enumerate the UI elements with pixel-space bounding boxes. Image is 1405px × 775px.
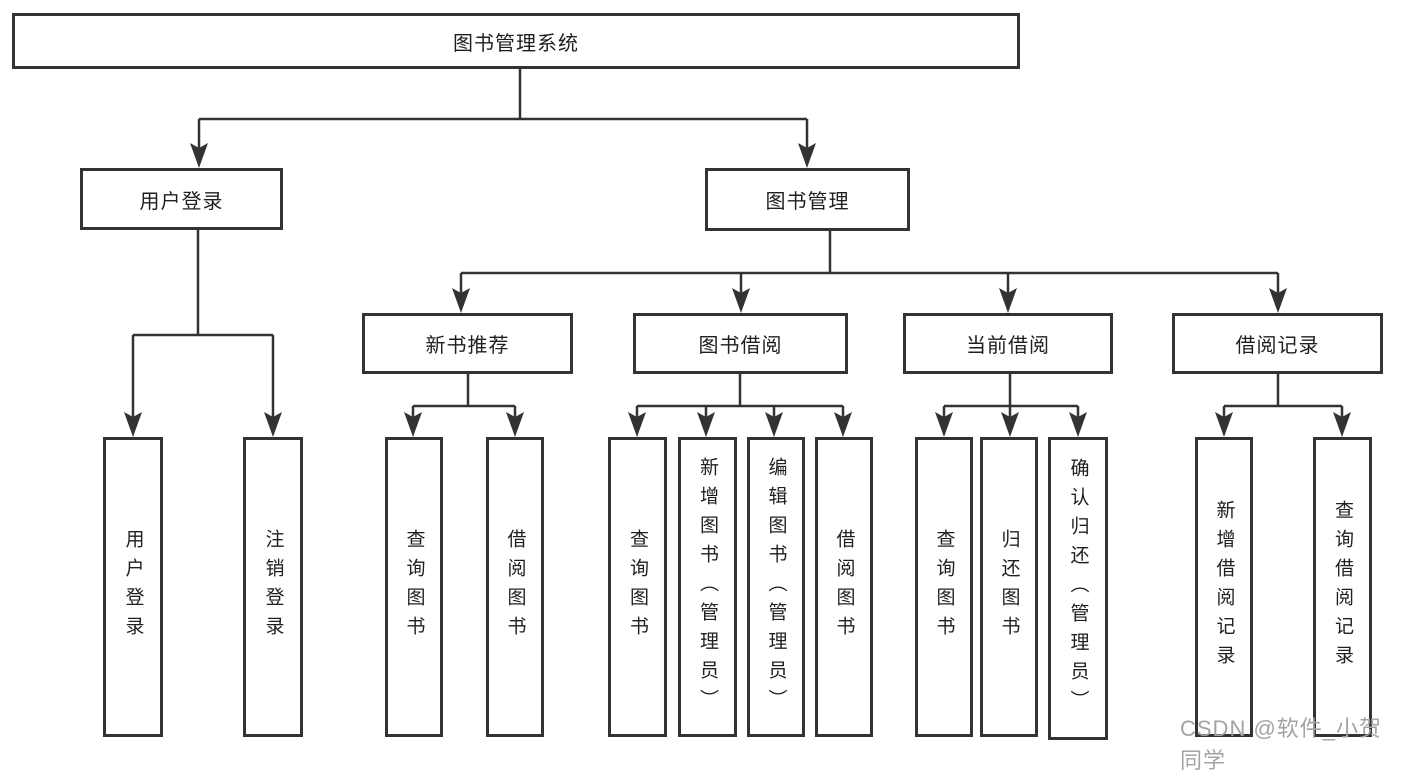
watermark: CSDN @软件_小贺同学: [1180, 716, 1383, 773]
node-leaf-borrow-books-1: 借阅图书: [486, 437, 544, 737]
node-current-borrowing: 当前借阅: [903, 313, 1113, 374]
node-leaf-user-login: 用户登录: [103, 437, 163, 737]
node-leaf-query-books-3: 查询图书: [915, 437, 973, 737]
node-leaf-confirm-return-admin: 确认归还（管理员）: [1048, 437, 1108, 740]
node-book-management: 图书管理: [705, 168, 910, 231]
node-leaf-borrow-books-2: 借阅图书: [815, 437, 873, 737]
node-user-login: 用户登录: [80, 168, 283, 230]
connector-lines: [124, 69, 1351, 437]
node-book-borrowing: 图书借阅: [633, 313, 848, 374]
node-leaf-query-books-1: 查询图书: [385, 437, 443, 737]
node-root: 图书管理系统: [12, 13, 1020, 69]
node-leaf-add-borrow-record: 新增借阅记录: [1195, 437, 1253, 737]
node-leaf-query-books-2: 查询图书: [608, 437, 667, 737]
diagram-canvas: 图书管理系统 用户登录 图书管理 新书推荐 图书借阅 当前借阅 借阅记录 用户登…: [12, 13, 1383, 773]
node-leaf-return-books: 归还图书: [980, 437, 1038, 737]
node-leaf-logout: 注销登录: [243, 437, 303, 737]
node-leaf-query-borrow-record: 查询借阅记录: [1313, 437, 1372, 737]
arrowhead-group: [124, 143, 1351, 437]
node-leaf-edit-book-admin: 编辑图书（管理员）: [747, 437, 805, 737]
node-leaf-add-book-admin: 新增图书（管理员）: [678, 437, 737, 737]
node-borrowing-records: 借阅记录: [1172, 313, 1383, 374]
node-new-book-recommend: 新书推荐: [362, 313, 573, 374]
